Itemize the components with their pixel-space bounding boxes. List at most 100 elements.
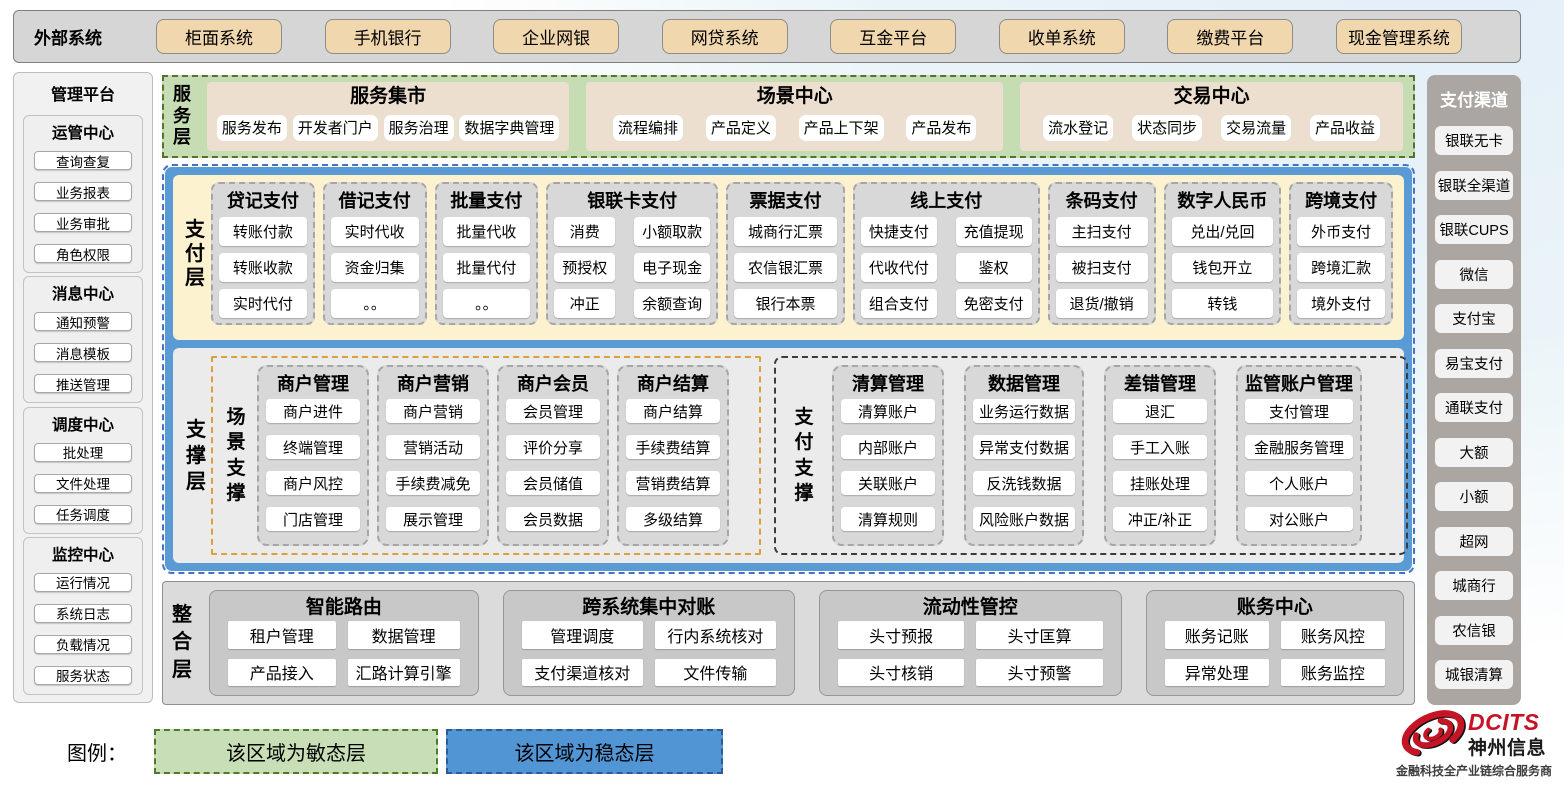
support-item-box: 评价分享 [506,435,600,459]
payment-group-items: 外币支付跨境汇款境外支付 [1297,217,1386,318]
dcits-tagline: 金融科技全产业链综合服务商 [1396,764,1553,778]
payment-item-box: 境外支付 [1297,289,1386,318]
payment-channel-box: 通联支付 [1435,393,1513,422]
payment-group-title: 票据支付 [749,191,822,211]
integration-group-title: 智能路由 [305,597,382,618]
service-section-title: 场景中心 [756,86,833,107]
service-layer-label: 服务层 [169,82,195,151]
payment-item-box: 被扫支付 [1055,253,1148,282]
management-item-box: 业务审批 [34,213,132,232]
payment-channel-box: 支付宝 [1435,304,1513,333]
support-group: 商户营销 商户营销营销活动手续费减免展示管理 [377,365,489,546]
dcits-logo: DCITS 神州信息 金融科技全产业链综合服务商 [1394,703,1562,783]
dcits-name: 神州信息 [1468,738,1547,759]
payment-item-box: 农信银汇票 [734,253,837,282]
integration-item-box: 行内系统核对 [654,621,776,649]
payment-group: 数字人民币 兑出/兑回钱包开立转钱 [1163,182,1282,325]
integration-groups: 智能路由 租户管理数据管理产品接入汇路计算引擎 跨系统集中对账 管理调度行内系统… [209,590,1404,696]
payment-item-box: 城商行汇票 [734,217,837,246]
integration-group: 跨系统集中对账 管理调度行内系统核对支付渠道核对文件传输 [502,590,795,696]
payment-item-box: 电子现金 [634,253,711,282]
support-group: 清算管理 清算账户内部账户关联账户清算规则 [832,365,944,546]
integration-layer-label: 整合层 [169,590,195,696]
payment-item-box: 外币支付 [1297,217,1386,246]
management-group-items: 批处理文件处理任务调度 [34,442,132,524]
payment-item-box: 预授权 [554,253,616,282]
payment-layer-label: 支付层 [179,182,211,325]
support-group: 监管账户管理 支付管理金融服务管理个人账户对公账户 [1236,365,1363,546]
support-item-box: 展示管理 [386,507,480,531]
management-group-title: 运管中心 [51,125,114,142]
payment-layer: 支付层 贷记支付 转账付款转账收款实时代付 借记支付 实时代收资 [173,175,1404,340]
external-system-box: 网贷系统 [661,19,788,54]
legend-box: 该区域为稳态层 [446,729,723,774]
payment-item-box: 批量代收 [442,217,531,246]
integration-item-box: 账务风控 [1280,621,1385,649]
payment-group-title: 跨境支付 [1305,191,1378,211]
payment-group-items: 城商行汇票农信银汇票银行本票 [734,217,837,318]
service-item-box: 服务治理 [383,114,454,141]
payment-group-title: 银联卡支付 [587,191,678,211]
support-group: 商户会员 会员管理评价分享会员储值会员数据 [497,365,609,546]
integration-group-items: 管理调度行内系统核对支付渠道核对文件传输 [521,621,776,686]
stable-block: 支付层 贷记支付 转账付款转账收款实时代付 借记支付 实时代收资 [162,164,1415,574]
payment-channel-box: 易宝支付 [1435,348,1513,378]
dcits-swirl-icon [1401,710,1466,757]
support-group-items: 清算账户内部账户关联账户清算规则 [841,399,935,531]
support-item-box: 营销活动 [386,435,480,459]
integration-group-title: 账务中心 [1236,597,1313,618]
support-zone: 支付支撑 清算管理 清算账户内部账户关联账户清算规则 数据管理 [774,356,1409,555]
support-group-title: 商户会员 [517,374,589,394]
service-section: 场景中心 流程编排产品定义产品上下架产品发布 [586,82,1004,151]
dcits-logo-text: DCITS 神州信息 [1468,711,1547,759]
support-item-box: 反洗钱数据 [973,471,1076,495]
integration-group-title: 跨系统集中对账 [582,597,716,618]
payment-item-box: 余额查询 [634,289,711,318]
payment-group-items: 消费小额取款预授权电子现金冲正余额查询 [554,217,711,318]
support-item-box: 商户风控 [266,471,360,495]
integration-group-items: 账务记账账务风控异常处理账务监控 [1164,621,1385,686]
external-system-box: 柜面系统 [156,19,282,54]
payment-channels-title: 支付渠道 [1440,91,1508,110]
management-item-box: 服务状态 [34,665,132,685]
payment-group-items: 快捷支付充值提现代收代付鉴权组合支付免密支付 [860,217,1032,318]
external-system-box: 缴费平台 [1167,19,1294,54]
payment-channel-box: 银联无卡 [1435,126,1513,155]
support-item-box: 会员数据 [506,507,600,531]
service-section-title: 服务集市 [350,86,427,107]
payment-channel-box: 小额 [1435,482,1513,511]
support-group: 商户结算 商户结算手续费结算营销费结算多级结算 [617,365,729,546]
payment-item-box: 。。 [442,289,531,318]
integration-item-box: 产品接入 [228,658,336,686]
payment-group-items: 转账付款转账收款实时代付 [219,217,307,318]
support-group-title: 商户营销 [397,374,469,394]
support-item-box: 终端管理 [266,435,360,459]
payment-group: 条码支付 主扫支付被扫支付退货/撤销 [1047,182,1156,325]
management-platform-panel: 管理平台 运管中心 查询查复业务报表业务审批角色权限 消息中心 通知预警消息模板… [13,72,153,703]
service-item-box: 开发者门户 [292,114,378,141]
legend: 图例： 该区域为敏态层该区域为稳态层 [67,729,723,774]
management-item-box: 负载情况 [34,634,132,654]
external-system-box: 手机银行 [324,19,451,54]
payment-group: 借记支付 实时代收资金归集。。 [322,182,427,325]
payment-item-box: 鉴权 [955,253,1032,282]
payment-group-items: 实时代收资金归集。。 [330,217,419,318]
service-item-box: 服务发布 [216,114,287,141]
management-item-box: 业务报表 [34,182,132,201]
management-group: 消息中心 通知预警消息模板推送管理 [23,276,143,404]
support-group-items: 支付管理金融服务管理个人账户对公账户 [1245,399,1354,531]
legend-box: 该区域为敏态层 [154,729,438,774]
support-group: 数据管理 业务运行数据异常支付数据反洗钱数据风险账户数据 [964,365,1085,546]
payment-item-box: 实时代收 [330,217,419,246]
service-sections: 服务集市 服务发布开发者门户服务治理数据字典管理 场景中心 流程编排产品定义产品… [207,82,1403,151]
payment-group-title: 批量支付 [450,191,523,211]
vertical-label-text: 支撑层 [186,418,206,493]
integration-item-box: 账务记账 [1164,621,1269,649]
external-systems-list: 柜面系统手机银行企业网银网贷系统互金平台收单系统缴费平台现金管理系统 [156,19,1462,54]
management-group-title: 调度中心 [51,416,114,434]
service-section-items: 流程编排产品定义产品上下架产品发布 [590,109,999,146]
support-item-box: 手续费减免 [386,471,480,495]
payment-group-items: 兑出/兑回钱包开立转钱 [1171,217,1274,318]
payment-item-box: 资金归集 [330,253,419,282]
